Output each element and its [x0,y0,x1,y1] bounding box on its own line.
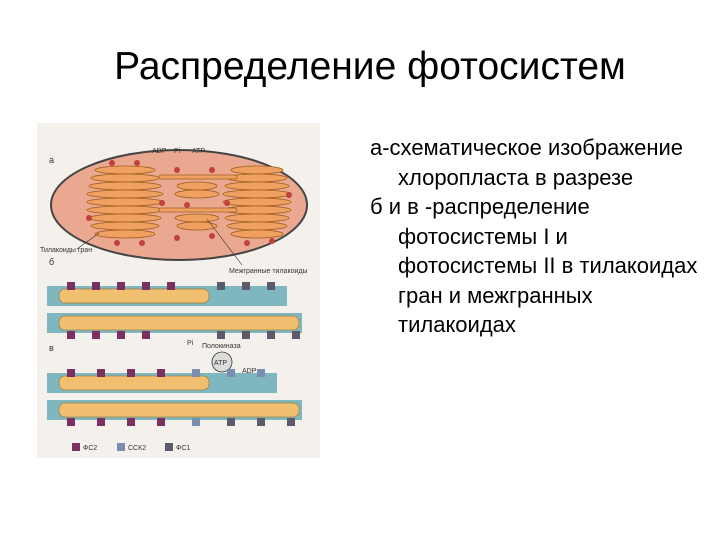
panel-b-label: б [49,257,54,267]
atp-circle [211,351,233,373]
item-b-text: б и в -распределение фотосистемы I и фот… [370,194,698,337]
intergrana-label: Межгранные тилакоиды [229,268,308,275]
legend-ssk2: ССК2 [128,445,146,452]
pi-label: Pi [174,148,181,155]
legend-ssk2-swatch [117,443,125,451]
slide-title: Распределение фотосистем [114,45,626,88]
granum-stack-left [86,165,164,239]
atp-label: АТР [192,148,205,155]
panel-v-thylakoids [47,373,302,420]
adp-label: АDP [152,148,167,155]
legend-fs2-swatch [72,443,80,451]
item-a-text: а-схематическое изображение хлоропласта … [370,135,684,190]
slide-body-text: а-схематическое изображение хлоропласта … [370,133,710,340]
legend-fs2: ФС2 [83,445,97,452]
figure-legend: ФС2 ССК2 ФС1 [72,443,190,452]
legend-fs1-swatch [165,443,173,451]
atp-circle-label: АТР [214,360,227,367]
panel-v-photosystems [67,369,295,426]
granum-stack-middle [174,181,220,231]
panel-b-thylakoids [47,286,302,333]
panel-a-label: а [49,155,54,165]
granum-stack-right [222,165,292,239]
pi-small-label: Pi [187,340,194,347]
kinase-label: Полокиназа [202,343,241,350]
stroma-lamellae [158,174,238,213]
chloroplast-figure: а АDP Pi АТР [37,123,320,458]
legend-fs1: ФС1 [176,445,190,452]
panel-b-photosystems [67,282,300,339]
atp-synthase-particles [86,160,292,246]
panel-v-label: в [49,343,54,353]
grana-label: Тилакоиды гран [40,247,92,254]
adp-label-2: АDP [242,368,257,375]
